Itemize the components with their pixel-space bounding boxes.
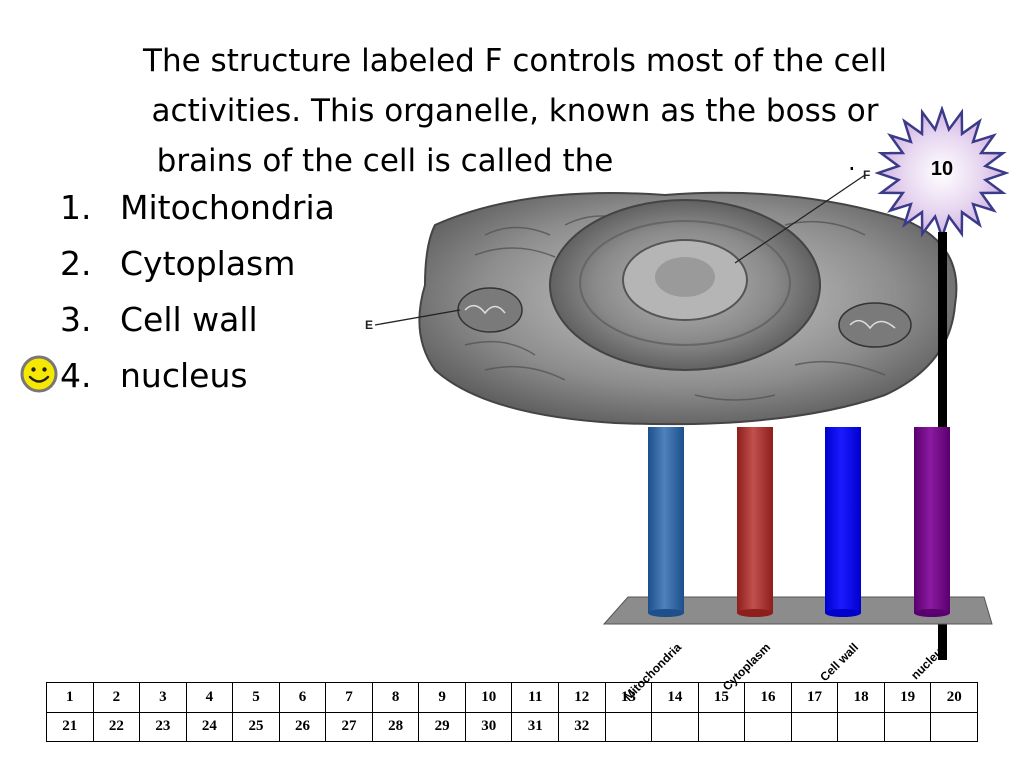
responder-cell: 14 (651, 682, 699, 713)
answer-option-1[interactable]: 1. Mitochondria (60, 186, 335, 242)
responder-cell: 10 (464, 682, 513, 713)
responder-cell (930, 711, 978, 742)
responder-cell: 17 (790, 682, 839, 713)
answer-number: 4. (60, 356, 92, 395)
answer-number: 2. (60, 244, 92, 283)
responder-cell: 16 (744, 682, 792, 713)
countdown-starburst-icon (875, 106, 1009, 240)
question-line-2: activities. This organelle, known as the… (151, 93, 879, 129)
responder-cell: 8 (371, 682, 420, 713)
responder-cell (651, 711, 699, 742)
responder-cell: 21 (46, 711, 94, 742)
responder-cell: 18 (837, 682, 885, 713)
mitochondrion-right (838, 302, 912, 348)
responder-cell (837, 711, 885, 742)
answer-number: 3. (60, 300, 92, 339)
answer-list: 1. Mitochondria 2. Cytoplasm 3. Cell wall 4… (60, 186, 335, 410)
responder-cell: 13 (604, 682, 653, 713)
responder-cell: 31 (511, 711, 560, 742)
responder-cell: 4 (185, 682, 234, 713)
answer-option-4[interactable]: 4. nucleus (60, 354, 335, 410)
responder-cell: 24 (185, 711, 234, 742)
bar-base (737, 609, 773, 617)
responder-cell: 29 (418, 711, 466, 742)
mitochondrion-left (457, 287, 523, 333)
responder-cell: 7 (325, 682, 373, 713)
responder-cell: 2 (92, 682, 141, 713)
cell-diagram-image: E F (365, 168, 958, 426)
responder-cell (604, 711, 653, 742)
responder-cell: 11 (511, 682, 560, 713)
responder-cell: 27 (325, 711, 373, 742)
responder-cell (697, 711, 746, 742)
bar-base (825, 609, 861, 617)
blank-dot: . (848, 148, 856, 176)
responder-cell: 30 (464, 711, 513, 742)
answer-option-2[interactable]: 2. Cytoplasm (60, 242, 335, 298)
answer-label: Mitochondria (120, 188, 335, 227)
bar-base (914, 609, 950, 617)
answer-label: Cytoplasm (120, 244, 296, 283)
responder-cell: 22 (92, 711, 141, 742)
responder-cell (744, 711, 792, 742)
bar-mitochondria (648, 427, 684, 613)
responder-cell: 25 (232, 711, 280, 742)
question-line-3: brains of the cell is called the (156, 143, 614, 179)
responder-cell: 3 (139, 682, 187, 713)
answer-option-3[interactable]: 3. Cell wall (60, 298, 335, 354)
question-text: The structure labeled F controls most of… (95, 36, 935, 186)
correct-answer-smiley-icon (20, 355, 58, 393)
responder-cell (790, 711, 839, 742)
responder-cell: 1 (46, 682, 94, 713)
x-tick-label: Cell wall (817, 640, 861, 684)
label-f: F (863, 168, 870, 182)
responder-cell: 23 (139, 711, 187, 742)
answer-label: nucleus (120, 356, 248, 395)
responder-cell: 12 (558, 682, 606, 713)
responder-cell: 32 (558, 711, 606, 742)
responder-cell (883, 711, 932, 742)
responder-cell: 20 (930, 682, 978, 713)
question-line-1: The structure labeled F controls most of… (143, 43, 887, 79)
x-tick-label: nucleus (908, 640, 950, 682)
responder-cell: 28 (371, 711, 420, 742)
answer-label: Cell wall (120, 300, 258, 339)
bar-base (648, 609, 684, 617)
responder-cell: 6 (278, 682, 327, 713)
responder-cell: 5 (232, 682, 280, 713)
responder-cell: 15 (697, 682, 746, 713)
label-e: E (365, 318, 373, 332)
bar-nucleus (914, 427, 950, 613)
bar-cytoplasm (737, 427, 773, 613)
responder-cell: 26 (278, 711, 327, 742)
responder-cell: 9 (418, 682, 466, 713)
bar-cell-wall (825, 427, 861, 613)
chart-floor (602, 596, 993, 625)
responder-cell: 19 (883, 682, 932, 713)
answer-number: 1. (60, 188, 92, 227)
